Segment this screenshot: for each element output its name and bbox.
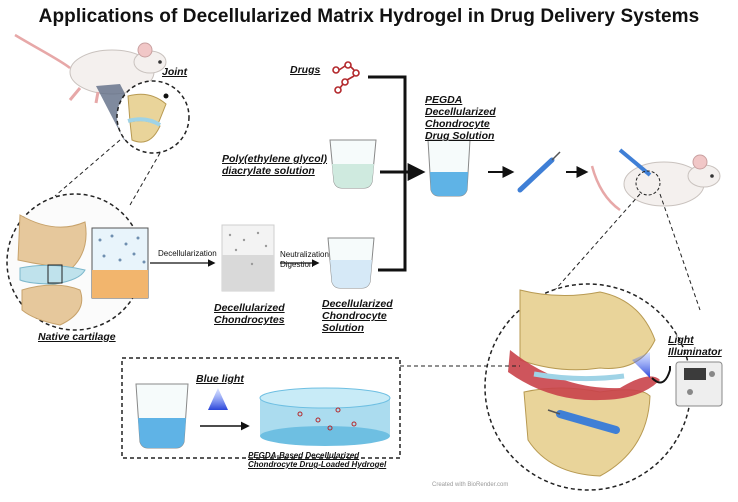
credit-text: Created with BioRender.com	[432, 482, 509, 488]
zoom-lines-right	[554, 193, 701, 311]
zoom-lines-left	[54, 139, 161, 206]
label-light-illuminator: Light Illuminator	[668, 334, 722, 358]
label-decellularization: Decellularization	[158, 249, 217, 258]
label-pegda-drug-solution: PEGDA Decellularized Chondrocyte Drug So…	[425, 94, 496, 142]
label-decellularized-chondrocytes: Decellularized Chondrocytes	[214, 302, 285, 326]
syringe-small-icon	[517, 151, 561, 193]
label-blue-light: Blue light	[196, 373, 244, 385]
drug-molecule-icon	[332, 61, 360, 94]
mouse-right	[590, 148, 721, 212]
beaker-bottom	[135, 383, 189, 449]
native-cartilage-circle	[6, 193, 149, 331]
label-native-cartilage: Native cartilage	[38, 331, 116, 343]
label-decellularized-solution: Decellularized Chondrocyte Solution	[322, 298, 393, 334]
light-illuminator-device	[632, 352, 723, 407]
blue-light-icon	[208, 388, 228, 410]
knee-zoom-circle	[484, 283, 692, 491]
decellularized-tissue	[221, 224, 275, 292]
label-drugs: Drugs	[290, 64, 321, 76]
label-neutralization: Neutralization Digestion	[280, 250, 329, 269]
label-hydrogel: PEGDA-Based Decellularized Chondrocyte D…	[248, 451, 387, 469]
beaker-peg	[329, 139, 377, 189]
label-peg-solution: Poly(ethylene glycol) diacrylate solutio…	[222, 153, 328, 177]
mouse-top-left	[14, 33, 167, 104]
beaker-decell-solution	[327, 237, 375, 289]
joint-zoom-circle	[96, 80, 190, 154]
page-title: Applications of Decellularized Matrix Hy…	[38, 6, 700, 27]
label-joint: Joint	[162, 66, 188, 78]
beaker-pegda-drug	[427, 139, 471, 197]
hydrogel-cylinder	[259, 387, 391, 446]
